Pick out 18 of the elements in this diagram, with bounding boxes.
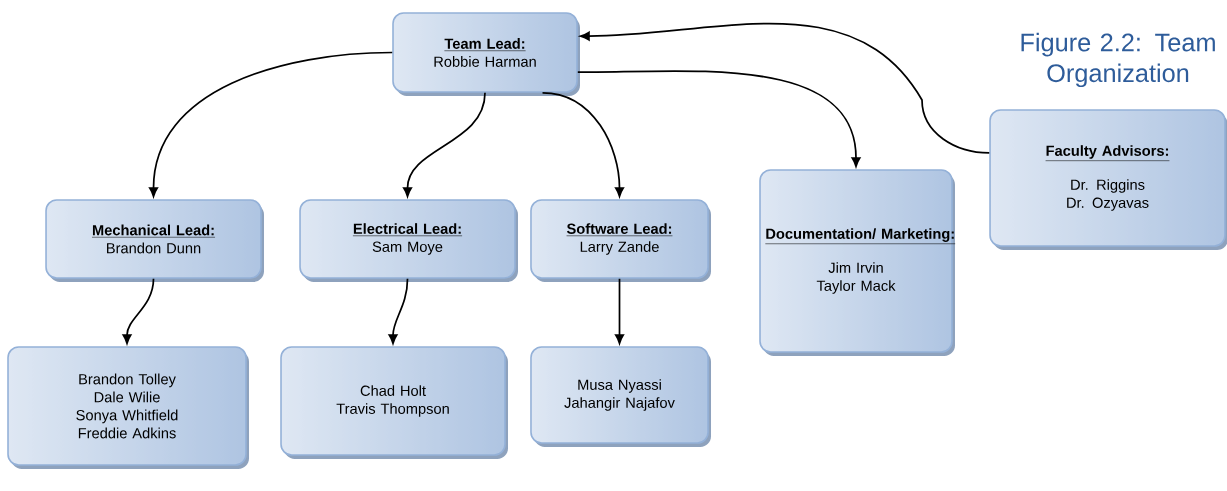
org-box: Team Lead: Robbie Harman xyxy=(392,12,580,96)
arrow xyxy=(122,277,155,344)
org-box: Chad Holt Travis Thompson xyxy=(280,346,508,459)
org-box: Software Lead: Larry Zande xyxy=(530,199,711,282)
arrow xyxy=(614,277,625,344)
org-box: Musa Nyassi Jahangir Najafov xyxy=(530,346,711,447)
arrow xyxy=(148,51,394,197)
arrow xyxy=(576,70,861,167)
arrow xyxy=(402,91,486,197)
org-box: Mechanical Lead: Brandon Dunn xyxy=(45,199,264,282)
org-box: Faculty Advisors: Dr. Riggins Dr. Ozyavas xyxy=(989,109,1227,250)
arrow xyxy=(580,22,991,154)
org-box: Brandon Tolley Dale Wilie Sonya Whitfield Freddie Adkins xyxy=(7,346,249,469)
figure-title: Figure 2.2: Team Organization xyxy=(1021,32,1215,88)
org-box: Electrical Lead: Sam Moye xyxy=(299,199,518,282)
arrow xyxy=(388,277,409,344)
org-box: Documentation/ Marketing: Jim Irvin Taylor Mack xyxy=(759,169,956,356)
arrow xyxy=(541,91,625,197)
